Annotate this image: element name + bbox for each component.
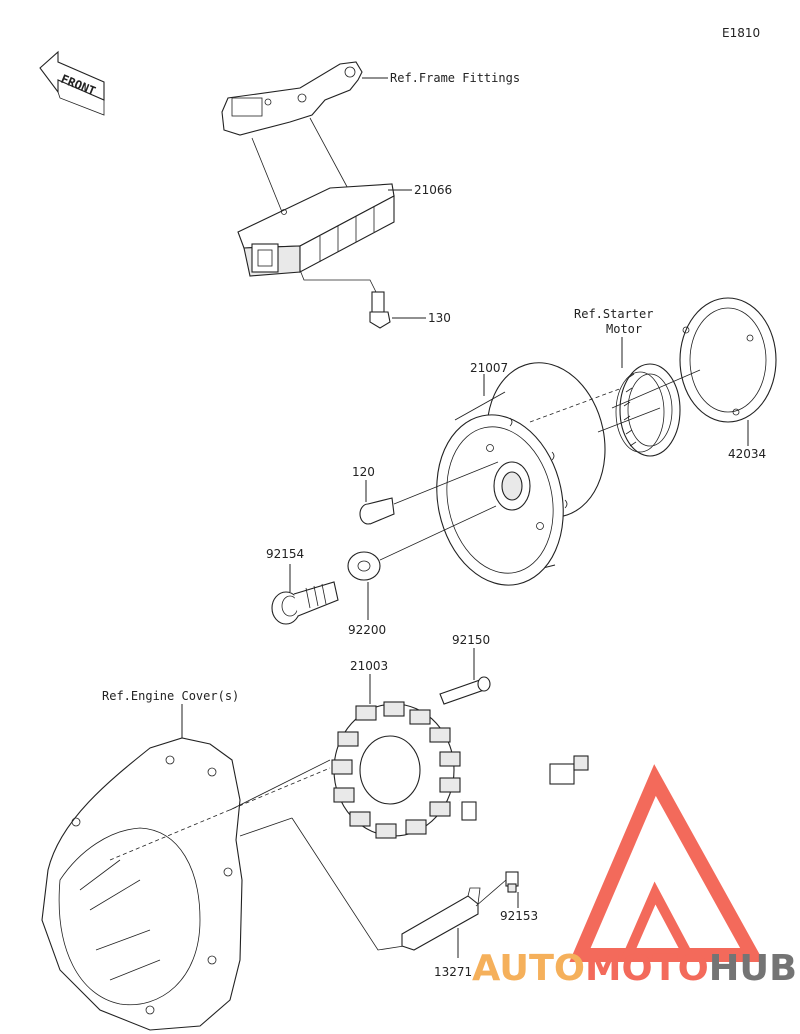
diagram-code: E1810 xyxy=(722,26,760,40)
part-13271-label: 13271 xyxy=(434,965,472,979)
bolt-92150 xyxy=(439,676,491,705)
part-92154-label: 92154 xyxy=(266,547,304,561)
svg-text:AUTOMOTOHUB: AUTOMOTOHUB xyxy=(472,948,797,989)
rotor-21007 xyxy=(436,362,606,588)
ref-frame-fittings-label: Ref.Frame Fittings xyxy=(390,71,520,85)
plug-92153 xyxy=(505,871,519,893)
starter-clutch xyxy=(615,363,681,457)
engine-cover xyxy=(41,737,243,1031)
part-92153-label: 92153 xyxy=(500,909,538,923)
ref-starter-line2: Motor xyxy=(606,322,642,336)
part-120-label: 120 xyxy=(352,465,375,479)
ref-starter-line1: Ref.Starter xyxy=(574,307,653,321)
automotohub-logo: AUTOMOTOHUB xyxy=(472,764,797,989)
front-arrow-icon: FRONT xyxy=(39,50,105,116)
bolt-130 xyxy=(369,291,391,329)
watermark-hub: HUB xyxy=(709,948,797,989)
grommet-13271 xyxy=(401,887,481,951)
part-130-label: 130 xyxy=(428,311,451,325)
watermark-moto: MOTO xyxy=(585,948,709,989)
starter-plate-42034 xyxy=(679,297,777,423)
part-42034-label: 42034 xyxy=(728,447,766,461)
part-21003-label: 21003 xyxy=(350,659,388,673)
frame-fittings-bracket xyxy=(221,61,363,136)
part-21066-label: 21066 xyxy=(414,183,452,197)
part-21007-label: 21007 xyxy=(470,361,508,375)
stator-21003 xyxy=(331,701,589,839)
bolt-92154 xyxy=(271,581,339,625)
watermark-auto: AUTO xyxy=(472,948,585,989)
regulator-rectifier xyxy=(237,183,395,277)
ref-engine-cover-label: Ref.Engine Cover(s) xyxy=(102,689,239,703)
bolt-120 xyxy=(359,497,395,525)
washer-92200 xyxy=(347,551,381,581)
part-92200-label: 92200 xyxy=(348,623,386,637)
part-92150-label: 92150 xyxy=(452,633,490,647)
